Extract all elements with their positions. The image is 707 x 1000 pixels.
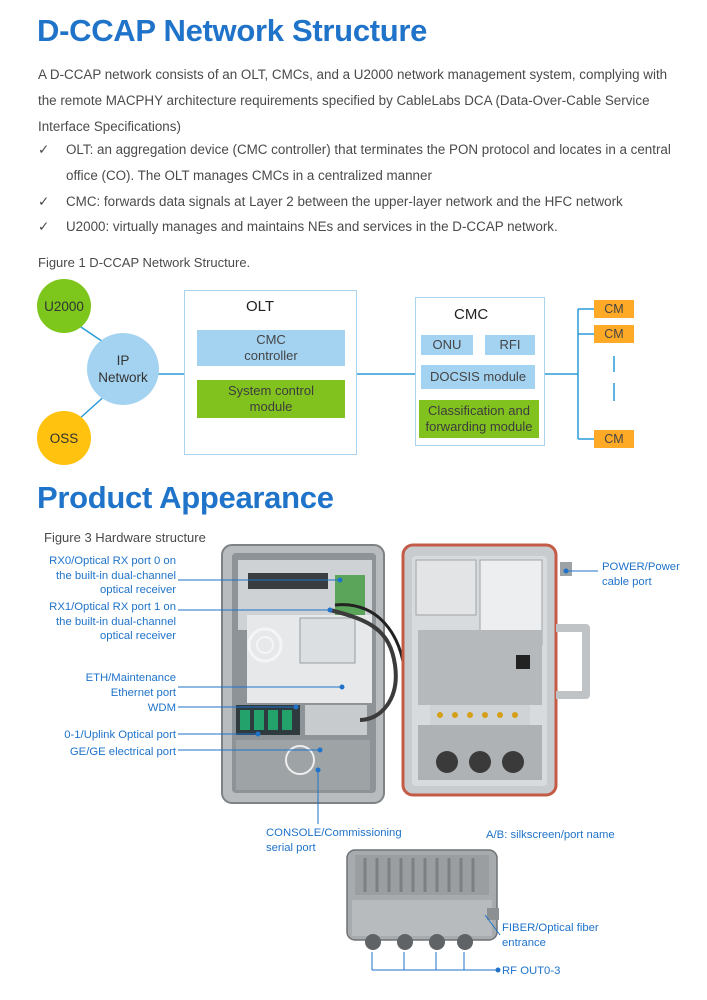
check-icon: ✓ xyxy=(38,194,50,209)
olt-frame xyxy=(184,290,357,455)
callout-rx0: RX0/Optical RX port 0 on the built-in du… xyxy=(49,555,176,596)
callout-rx1: RX1/Optical RX port 1 on the built-in du… xyxy=(49,601,176,642)
cm-node: CM xyxy=(594,300,634,318)
oss-node: OSS xyxy=(37,411,91,465)
section-title-network: D-CCAP Network Structure xyxy=(37,13,428,48)
check-icon: ✓ xyxy=(38,219,50,234)
classification-block: Classification and forwarding module xyxy=(419,400,539,438)
left-enclosure xyxy=(221,544,408,804)
callout-rfout: RF OUT0-3 xyxy=(502,965,561,977)
callout-silkscreen: A/B: silkscreen/port name xyxy=(486,829,615,841)
callout-power: POWER/Power cable port xyxy=(602,561,680,588)
callout-console: CONSOLE/Commissioning serial port xyxy=(266,827,402,854)
cm-node: CM xyxy=(594,325,634,343)
docsis-block: DOCSIS module xyxy=(421,365,535,389)
check-icon: ✓ xyxy=(38,142,50,157)
callout-eth: ETH/Maintenance Ethernet port xyxy=(85,672,176,699)
cmc-title: CMC xyxy=(454,306,489,323)
rfi-block: RFI xyxy=(485,335,535,355)
bullet-cmc-text: CMC: forwards data signals at Layer 2 be… xyxy=(66,194,623,209)
system-control-label: System control module xyxy=(228,383,314,414)
callout-wdm: WDM xyxy=(147,702,176,714)
cmc-controller-block: CMC controller xyxy=(197,330,345,366)
section-title-product: Product Appearance xyxy=(37,480,334,515)
figure-1-caption: Figure 1 D-CCAP Network Structure. xyxy=(38,255,251,270)
ip-network-label: IP Network xyxy=(98,353,148,385)
callout-leaders xyxy=(178,568,598,973)
olt-title: OLT xyxy=(246,298,275,315)
cm-node: CM xyxy=(594,430,634,448)
right-enclosure xyxy=(401,543,590,797)
callout-uplink: 0-1/Uplink Optical port xyxy=(64,729,176,741)
bullet-olt-text: OLT: an aggregation device (CMC controll… xyxy=(66,142,671,183)
figure-3-caption: Figure 3 Hardware structure xyxy=(44,530,206,545)
classification-label: Classification and forwarding module xyxy=(425,403,533,434)
ip-network-node: IP Network xyxy=(87,333,159,405)
closed-unit xyxy=(346,849,499,950)
callout-fiber: FIBER/Optical fiber entrance xyxy=(502,922,599,949)
cmc-controller-label: CMC controller xyxy=(244,332,298,363)
u2000-node: U2000 xyxy=(37,279,91,333)
callout-ge: GE/GE electrical port xyxy=(69,746,176,758)
intro-paragraph: A D-CCAP network consists of an OLT, CMC… xyxy=(38,67,668,134)
bullet-u2000-text: U2000: virtually manages and maintains N… xyxy=(66,219,558,234)
onu-block: ONU xyxy=(421,335,473,355)
system-control-block: System control module xyxy=(197,380,345,418)
